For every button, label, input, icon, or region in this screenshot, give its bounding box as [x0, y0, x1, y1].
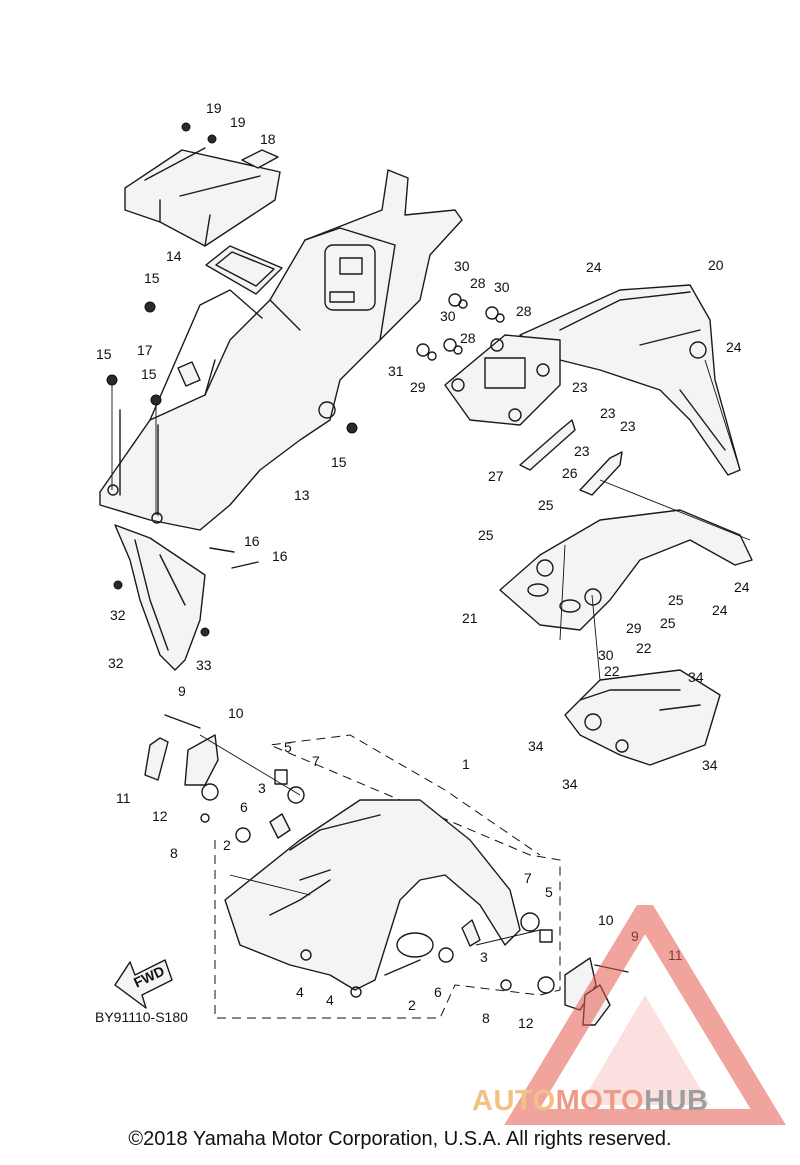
callout: 15: [141, 366, 157, 382]
bolts-15: [106, 301, 358, 515]
callout: 24: [586, 259, 602, 275]
callout: 23: [572, 379, 588, 395]
callout: 28: [460, 330, 476, 346]
rear-fender-13: [99, 169, 463, 531]
callout: 14: [166, 248, 182, 264]
bracket-plate: [444, 334, 561, 426]
callout: 2: [223, 837, 231, 853]
callout: 4: [296, 984, 304, 1000]
callout: 9: [178, 683, 186, 699]
drawing-code: BY91110-S180: [95, 1009, 188, 1025]
callout: 34: [688, 669, 704, 685]
watermark-text: AUTOMOTOHUB: [472, 1085, 708, 1118]
callout: 30: [494, 279, 510, 295]
callout: 7: [312, 753, 320, 769]
callout: 3: [258, 780, 266, 796]
callout: 28: [516, 303, 532, 319]
callout: 16: [244, 533, 260, 549]
mount-33: [564, 669, 721, 766]
callout: 6: [434, 984, 442, 1000]
callout: 24: [726, 339, 742, 355]
callouts: 1 2 2 3 3 4 4 5 5 6 6 7 7 8 8 9 9 10 10 …: [96, 100, 750, 1031]
callout: 23: [620, 418, 636, 434]
callout: 34: [528, 738, 544, 754]
callout: 3: [480, 949, 488, 965]
callout: 29: [626, 620, 642, 636]
callout: 26: [562, 465, 578, 481]
callout: 23: [600, 405, 616, 421]
callout: 34: [702, 757, 718, 773]
callout: 22: [636, 640, 652, 656]
callout: 25: [668, 592, 684, 608]
callout: 19: [230, 114, 246, 130]
plate-14: [205, 245, 283, 295]
fwd-arrow-icon: FWD: [114, 959, 173, 1009]
callout: 19: [206, 100, 222, 116]
callout: 16: [272, 548, 288, 564]
callout: 21: [462, 610, 478, 626]
callout: 11: [116, 790, 131, 806]
watermark-moto: MOTO: [555, 1085, 645, 1117]
callout: 30: [454, 258, 470, 274]
callout: 6: [240, 799, 248, 815]
callout: 22: [604, 663, 620, 679]
callout: 27: [488, 468, 504, 484]
callout: 5: [545, 884, 553, 900]
callout: 34: [562, 776, 578, 792]
stay-26: [579, 451, 623, 496]
clips-16: [209, 547, 259, 569]
callout: 1: [462, 756, 470, 772]
callout: 30: [598, 647, 614, 663]
callout: 12: [152, 808, 168, 824]
callout: 15: [331, 454, 347, 470]
stay-27: [519, 419, 576, 471]
callout: 20: [708, 257, 724, 273]
callout: 33: [196, 657, 212, 673]
nuts-28-30: [416, 293, 505, 361]
callout: 28: [470, 275, 486, 291]
callout: 10: [598, 912, 614, 928]
callout: 24: [712, 602, 728, 618]
callout: 30: [440, 308, 456, 324]
callout: 29: [410, 379, 426, 395]
copyright-notice: ©2018 Yamaha Motor Corporation, U.S.A. A…: [128, 1128, 672, 1150]
callout: 31: [388, 363, 404, 379]
callout: 25: [478, 527, 494, 543]
callout: 8: [170, 845, 178, 861]
watermark-auto: AUTO: [472, 1085, 556, 1117]
assembly-1-outline: [214, 734, 561, 1019]
tail-cover-20: [519, 284, 741, 476]
callout: 5: [284, 739, 292, 755]
callout: 32: [110, 607, 126, 623]
callout: 15: [96, 346, 112, 362]
parts-diagram: FWD BY91110-S180 1 2 2 3 3 4 4 5 5 6 6 7…: [95, 100, 753, 1031]
callout: 24: [734, 579, 750, 595]
front-fender-1: [224, 799, 521, 991]
callout: 2: [408, 997, 416, 1013]
battery-tray: [124, 122, 281, 247]
callout: 7: [524, 870, 532, 886]
callout: 10: [228, 705, 244, 721]
callout: 23: [574, 443, 590, 459]
callout: 18: [260, 131, 276, 147]
callout: 25: [660, 615, 676, 631]
callout: 15: [144, 270, 160, 286]
callout: 12: [518, 1015, 534, 1031]
mud-flap-31: [113, 524, 210, 671]
watermark-hub: HUB: [644, 1085, 709, 1117]
callout: 17: [137, 342, 153, 358]
callout: 4: [326, 992, 334, 1008]
callout: 25: [538, 497, 554, 513]
callout: 8: [482, 1010, 490, 1026]
watermark-logo: [504, 905, 786, 1125]
callout: 32: [108, 655, 124, 671]
callout: 13: [294, 487, 310, 503]
